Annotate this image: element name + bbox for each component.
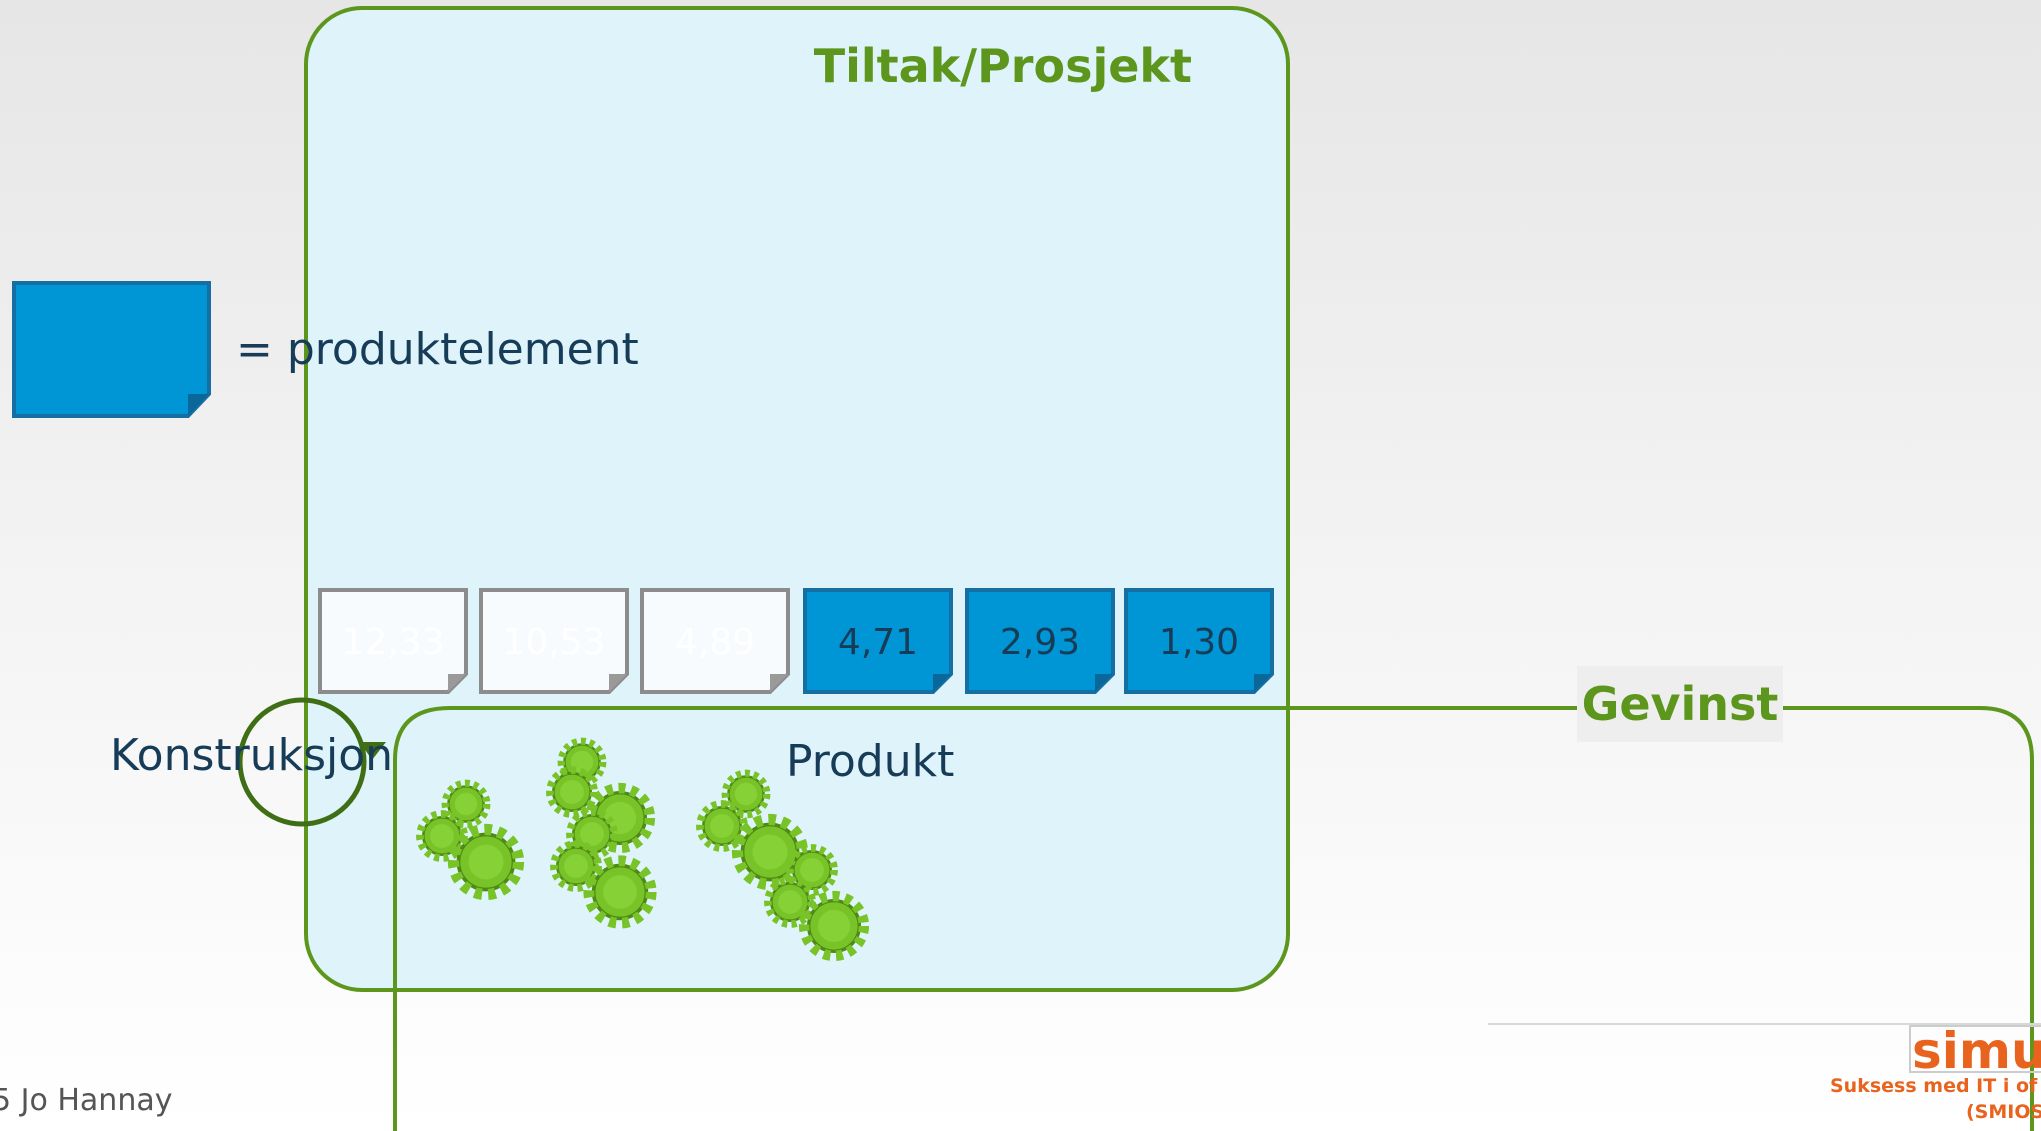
card-value: 4,71 xyxy=(838,622,918,663)
logo: simu Suksess med IT i of (SMIOS xyxy=(1830,1022,2041,1123)
logo-tagline-2: (SMIOS xyxy=(1966,1101,2041,1123)
product-element-card: 2,93 xyxy=(965,588,1115,694)
card-value: 10,53 xyxy=(502,622,605,663)
card-value: 12,33 xyxy=(341,622,444,663)
product-element-card: 1,30 xyxy=(1124,588,1274,694)
legend-text: = produktelement xyxy=(236,324,639,375)
product-element-card: 4,71 xyxy=(803,588,953,694)
footer-author: 5 Jo Hannay xyxy=(0,1083,172,1118)
project-box xyxy=(304,6,1290,992)
logo-tagline: Suksess med IT i of xyxy=(1830,1075,2038,1097)
construction-cycle-icon xyxy=(237,697,386,827)
logo-name: simu xyxy=(1912,1022,2041,1080)
construction-label: Konstruksjon xyxy=(110,730,393,781)
benefit-box xyxy=(393,706,2034,1131)
logo-frame xyxy=(1909,1025,2041,1073)
card-value: 2,93 xyxy=(1000,622,1080,663)
benefit-label-bg xyxy=(1577,666,1783,742)
product-element-card: 12,33 xyxy=(318,588,468,694)
card-value: 4,89 xyxy=(675,622,755,663)
product-element-card: 4,89 xyxy=(640,588,790,694)
card-value: 1,30 xyxy=(1159,622,1239,663)
product-element-card: 10,53 xyxy=(479,588,629,694)
card-row: 12,33 10,53 4,89 4,71 2,93 1,30 xyxy=(318,588,1274,694)
project-title: Tiltak/Prosjekt xyxy=(814,39,1192,93)
product-label: Produkt xyxy=(786,736,954,787)
benefit-label: Gevinst xyxy=(1582,677,1779,731)
legend-card xyxy=(12,281,211,418)
